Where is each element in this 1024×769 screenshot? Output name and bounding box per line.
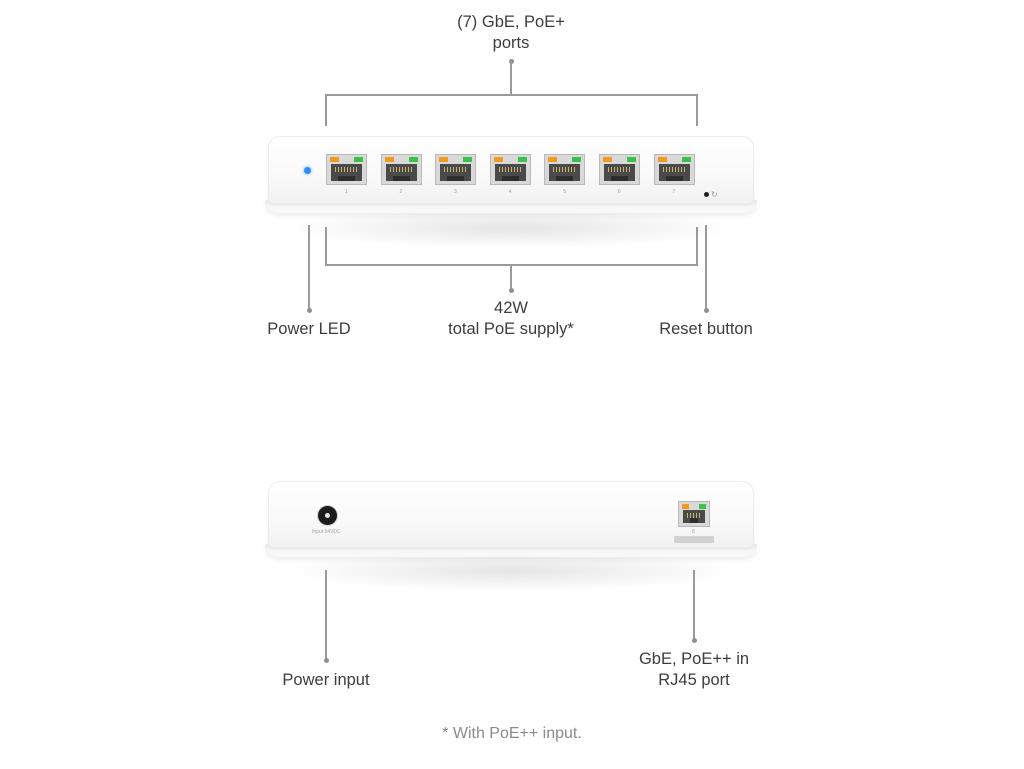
uplink-port-tag xyxy=(674,536,714,543)
reset-callout-line xyxy=(705,225,707,310)
port-jack xyxy=(683,510,705,523)
port-jack xyxy=(385,164,417,181)
port-led-link xyxy=(627,157,636,162)
callout-dot xyxy=(306,307,312,313)
callout-dot xyxy=(508,287,514,293)
callout-dot xyxy=(323,657,329,663)
poe-supply-watts: 42W xyxy=(494,299,528,317)
power-led xyxy=(304,167,311,174)
port-led-activity xyxy=(603,157,612,162)
power-input-callout-line xyxy=(325,570,327,660)
port-led-activity xyxy=(330,157,339,162)
dc-jack-marking: Input 54VDC xyxy=(312,529,341,535)
device-shadow xyxy=(288,551,734,591)
poe-supply-label: 42W total PoE supply* xyxy=(448,298,574,340)
port-jack xyxy=(604,164,635,181)
port-led-link xyxy=(463,157,473,162)
footnote: * With PoE++ input. xyxy=(442,725,582,742)
port-number: 2 xyxy=(399,189,403,195)
port-led-link xyxy=(572,157,582,162)
rj45-port-4[interactable] xyxy=(489,154,531,185)
callout-line xyxy=(510,61,512,95)
ports-label: (7) GbE, PoE+ ports xyxy=(457,12,565,54)
rj45-port-2[interactable] xyxy=(380,154,422,185)
callout-dot xyxy=(691,637,697,643)
reset-circular-arrow-icon: ↻ xyxy=(711,190,718,199)
uplink-label-line1: GbE, PoE++ in xyxy=(638,650,750,668)
device-body xyxy=(268,481,754,548)
port-jack xyxy=(440,164,472,181)
device-shadow xyxy=(288,208,734,248)
switch-rear-view: Input 54VDC 8 xyxy=(265,481,757,591)
port-led-activity xyxy=(657,157,667,162)
callout-dot xyxy=(703,307,709,313)
reset-button[interactable] xyxy=(704,192,709,197)
port-led-activity xyxy=(548,157,558,162)
port-led-link xyxy=(354,157,363,162)
port-jack xyxy=(494,164,526,181)
port-number: 1 xyxy=(344,189,349,195)
port-led-activity xyxy=(493,157,503,162)
uplink-port-number: 8 xyxy=(692,529,695,535)
callout-line xyxy=(510,264,512,290)
ports-bracket-right xyxy=(696,94,698,126)
ports-label-line1: (7) GbE, PoE+ xyxy=(457,13,565,31)
port-number: 5 xyxy=(563,189,567,195)
rj45-port-7[interactable] xyxy=(653,154,695,185)
rj45-port-5[interactable] xyxy=(544,154,586,185)
port-led-link xyxy=(681,157,691,162)
uplink-rj45-port[interactable] xyxy=(678,501,710,527)
ports-label-line2: ports xyxy=(492,34,530,52)
port-jack xyxy=(331,164,362,181)
port-number: 7 xyxy=(672,189,676,195)
uplink-callout-line xyxy=(693,570,695,640)
port-led-activity xyxy=(439,157,449,162)
supply-bracket-right xyxy=(696,227,698,265)
port-led-link xyxy=(408,157,418,162)
poe-supply-text: total PoE supply* xyxy=(448,320,574,338)
ports-bracket-left xyxy=(325,94,327,126)
uplink-port-label: GbE, PoE++ in RJ45 port xyxy=(639,649,749,691)
power-input-label: Power input xyxy=(282,671,370,689)
switch-front-view: 1 2 3 4 5 6 7 ↻ xyxy=(265,136,757,248)
reset-button-label: Reset button xyxy=(659,320,753,338)
port-jack xyxy=(549,164,581,181)
port-led-link xyxy=(517,157,527,162)
dc-power-jack[interactable] xyxy=(318,506,337,525)
uplink-label-line2: RJ45 port xyxy=(658,671,730,689)
port-led-link xyxy=(699,504,706,509)
rj45-port-1[interactable] xyxy=(326,154,367,185)
port-jack xyxy=(658,164,690,181)
supply-bracket-left xyxy=(325,227,327,265)
port-number: 4 xyxy=(508,189,512,195)
rj45-port-3[interactable] xyxy=(435,154,477,185)
port-led-activity xyxy=(384,157,394,162)
port-led-activity xyxy=(682,504,689,509)
power-led-callout-line xyxy=(308,225,310,310)
rj45-port-6[interactable] xyxy=(599,154,640,185)
ports-bracket xyxy=(325,94,698,96)
port-number: 6 xyxy=(617,189,622,195)
port-number: 3 xyxy=(454,189,458,195)
power-led-label: Power LED xyxy=(267,320,351,338)
